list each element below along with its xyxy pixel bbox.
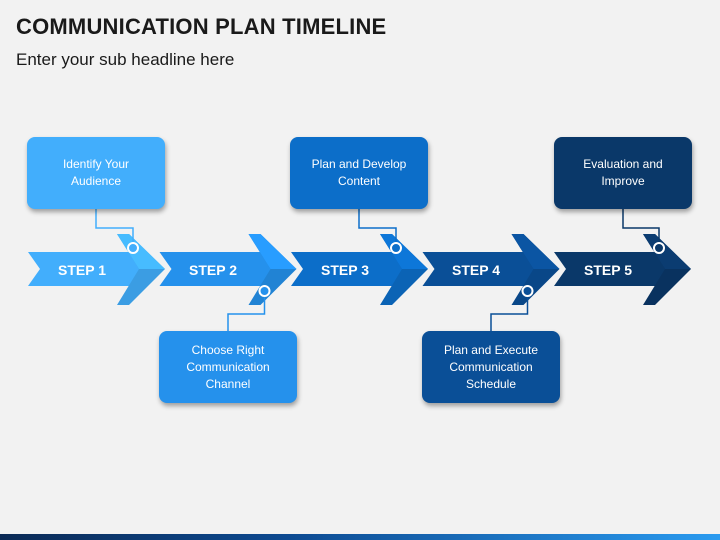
step-1-connector (95, 209, 134, 242)
step-3-marker (390, 242, 402, 254)
step-5-connector (622, 209, 660, 242)
step-1-marker (127, 242, 139, 254)
step-1-box: Identify Your Audience (27, 137, 165, 209)
step-2-connector (227, 297, 266, 331)
step-2-label: STEP 2 (189, 262, 237, 278)
step-2-box: Choose Right Communication Channel (159, 331, 297, 403)
page-title: COMMUNICATION PLAN TIMELINE (16, 14, 387, 39)
step-3-chevron (291, 234, 428, 305)
step-3-label: STEP 3 (321, 262, 369, 278)
step-3-connector (358, 209, 397, 242)
page-subtitle: Enter your sub headline here (16, 50, 235, 69)
step-3-box: Plan and Develop Content (290, 137, 428, 209)
step-2-marker (258, 285, 271, 297)
step-5-box: Evaluation and Improve (554, 137, 692, 209)
step-4-marker (521, 285, 534, 297)
bottom-accent-bar (0, 534, 720, 540)
step-1-label: STEP 1 (58, 262, 106, 278)
step-4-box: Plan and Execute Communication Schedule (422, 331, 560, 403)
step-5-label: STEP 5 (584, 262, 632, 278)
step-4-connector (490, 297, 529, 331)
step-4-label: STEP 4 (452, 262, 500, 278)
step-5-marker (653, 242, 665, 254)
